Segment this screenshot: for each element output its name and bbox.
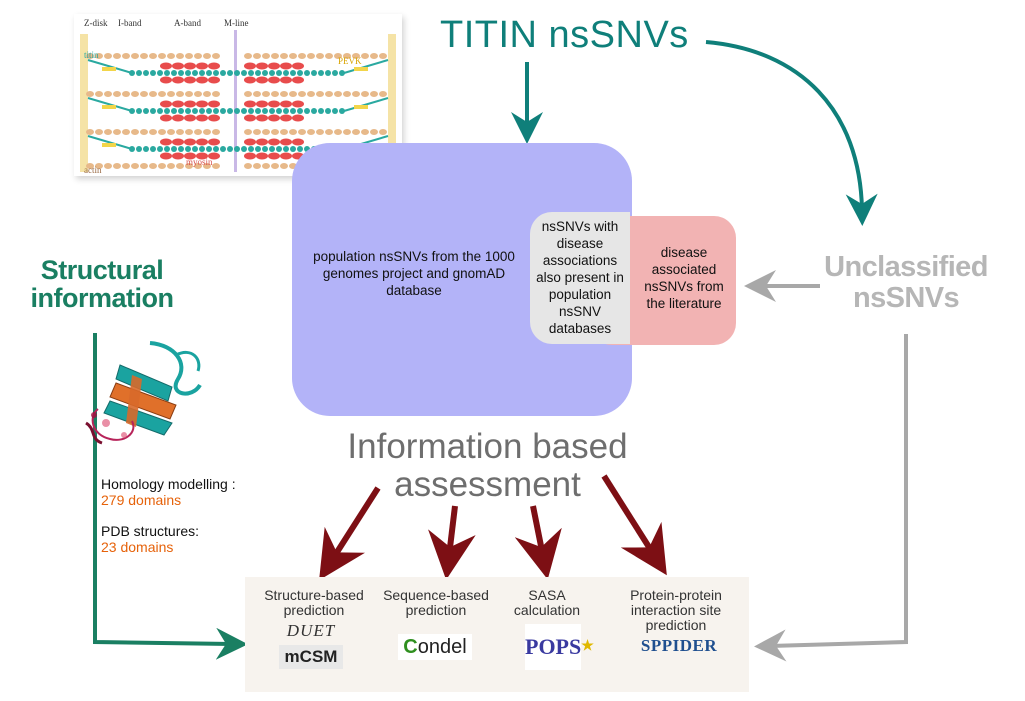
unclassified-nssnvs-title: Unclassified nsSNVs	[824, 251, 988, 314]
condel-logo-rest: ondel	[417, 636, 467, 658]
m-line-label: M-line	[224, 18, 249, 28]
actin-label: actin	[84, 165, 102, 175]
information-based-assessment-title: Information based assessment	[347, 427, 628, 504]
sarcomere-drawing	[80, 30, 396, 172]
structure-info-block: Homology modelling : 279 domains PDB str…	[101, 476, 241, 555]
arrow-unclassified-to-methods	[754, 334, 908, 662]
arrow-assessment-to-sasa	[514, 505, 562, 580]
myosin-label: myosin	[186, 157, 213, 167]
overlap-box	[530, 212, 630, 344]
pops-logo-text: POPS	[525, 634, 582, 659]
homology-value: 279 domains	[101, 491, 182, 508]
i-band-label: I-band	[118, 18, 142, 28]
pdb-label: PDB structures:	[101, 523, 200, 539]
homology-label: Homology modelling :	[101, 476, 236, 492]
population-nssnvs-text: population nsSNVs from the 1000 genomes …	[313, 249, 515, 298]
mcsm-logo: mCSM	[279, 645, 343, 669]
disease-nssnvs-text: disease associated nsSNVs from the liter…	[644, 245, 724, 311]
sppider-logo: SPPIDER	[640, 636, 718, 655]
arrow-assessment-to-ppi	[601, 474, 667, 576]
sequence-based-prediction-label: Sequence-based prediction	[383, 587, 489, 618]
overlap-text: nsSNVs with disease associations also pr…	[536, 219, 624, 336]
arrow-assessment-to-sequence	[428, 505, 476, 580]
titin-label: titin	[84, 50, 99, 60]
protein-structure-image	[85, 341, 202, 445]
z-disk-label: Z-disk	[84, 18, 108, 28]
ppi-prediction-label: Protein-protein interaction site predict…	[630, 587, 722, 633]
structural-information-title: Structural information	[30, 255, 175, 313]
condel-logo: Condel	[398, 634, 472, 660]
titin-nssnvs-title: TITIN nsSNVs	[440, 14, 689, 56]
condel-logo-c: C	[403, 636, 418, 658]
arrow-assessment-to-structure	[319, 486, 381, 581]
pevk-label: PEVK	[338, 56, 362, 66]
sasa-calculation-label: SASA calculation	[513, 587, 581, 618]
arrow-titin-to-unclassified	[705, 40, 878, 226]
sarcomere-illustration: Z-disk I-band A-band M-line titin PEVK m…	[74, 14, 402, 176]
pops-logo: POPS★	[525, 624, 594, 670]
a-band-label: A-band	[174, 18, 201, 28]
methods-panel	[245, 577, 749, 692]
pdb-value: 23 domains	[101, 538, 174, 555]
duet-logo: DUET	[286, 621, 336, 640]
structure-based-prediction-label: Structure-based prediction	[264, 587, 364, 618]
